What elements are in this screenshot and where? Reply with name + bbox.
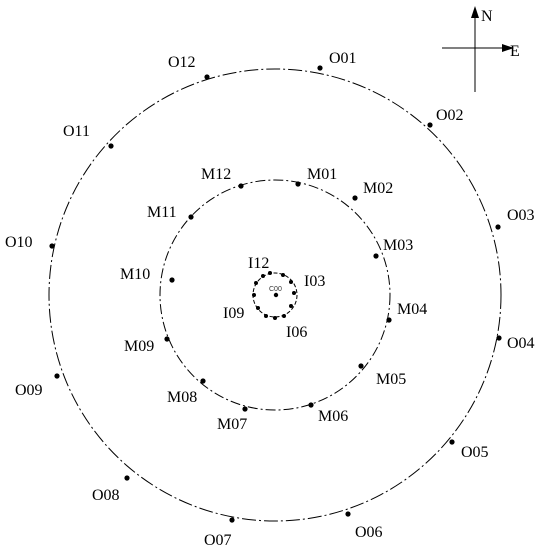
outer-point-11 (108, 143, 114, 149)
middle-label-7: M07 (217, 416, 247, 433)
inner-label-6: I06 (286, 324, 307, 341)
outer-point-9 (54, 373, 60, 379)
middle-point-7 (242, 406, 248, 412)
middle-point-4 (386, 317, 392, 323)
compass-north-label: N (481, 8, 493, 25)
outer-label-9: O09 (15, 382, 43, 399)
inner-point-10 (254, 281, 258, 285)
inner-point-12 (268, 271, 272, 275)
outer-label-6: O06 (355, 524, 383, 541)
outer-point-1 (317, 65, 323, 71)
middle-label-8: M08 (167, 389, 197, 406)
inner-point-9 (252, 293, 256, 297)
middle-point-8 (200, 378, 206, 384)
outer-label-11: O11 (63, 123, 90, 140)
outer-label-7: O07 (204, 532, 232, 549)
inner-point-8 (256, 306, 260, 310)
middle-label-5: M05 (376, 371, 406, 388)
middle-label-4: M04 (397, 301, 427, 318)
outer-label-1: O01 (329, 50, 357, 67)
middle-label-12: M12 (201, 166, 231, 183)
middle-label-6: M06 (318, 408, 348, 425)
inner-label-3: I03 (304, 273, 325, 290)
middle-point-1 (295, 181, 301, 187)
middle-point-9 (164, 336, 170, 342)
compass: N E (442, 6, 520, 92)
outer-point-7 (229, 517, 235, 523)
inner-point-11 (261, 274, 265, 278)
outer-label-5: O05 (461, 444, 489, 461)
outer-point-3 (495, 224, 501, 230)
middle-point-12 (238, 183, 244, 189)
compass-east-label: E (510, 43, 520, 60)
outer-point-5 (449, 439, 455, 445)
outer-ring (48, 68, 502, 522)
outer-label-4: O04 (507, 335, 535, 352)
outer-point-4 (496, 335, 502, 341)
center-label: C00 (269, 286, 282, 293)
middle-label-3: M03 (383, 237, 413, 254)
inner-point-4 (289, 304, 293, 308)
ring-points: O01O02O03O04O05O06O07O08O09O10O11O12M01M… (5, 50, 535, 549)
outer-point-8 (124, 475, 130, 481)
outer-point-12 (204, 74, 210, 80)
inner-point-2 (289, 280, 293, 284)
middle-label-1: M01 (307, 166, 337, 183)
outer-label-8: O08 (92, 487, 120, 504)
compass-east-arrowhead (502, 44, 514, 52)
middle-point-10 (169, 277, 175, 283)
middle-ring (159, 179, 391, 411)
center-point (273, 292, 279, 298)
middle-label-10: M10 (120, 266, 150, 283)
middle-point-11 (188, 214, 194, 220)
outer-label-12: O12 (168, 54, 196, 71)
middle-point-3 (373, 253, 379, 259)
outer-label-3: O03 (507, 207, 535, 224)
middle-label-2: M02 (363, 180, 393, 197)
middle-point-2 (352, 195, 358, 201)
middle-label-11: M11 (147, 204, 177, 221)
inner-point-1 (281, 273, 285, 277)
middle-point-5 (358, 363, 364, 369)
middle-point-6 (308, 402, 314, 408)
inner-point-3 (292, 291, 296, 295)
outer-point-10 (49, 243, 55, 249)
middle-label-9: M09 (124, 338, 154, 355)
outer-label-2: O02 (436, 107, 464, 124)
outer-point-6 (345, 511, 351, 517)
inner-point-6 (273, 316, 277, 320)
inner-label-12: I12 (248, 255, 269, 272)
outer-point-2 (427, 122, 433, 128)
outer-label-10: O10 (5, 234, 33, 251)
inner-label-9: I09 (223, 305, 244, 322)
inner-point-7 (264, 314, 268, 318)
center-station: C00 (269, 286, 282, 298)
compass-north-arrowhead (471, 6, 479, 18)
inner-point-5 (282, 314, 286, 318)
